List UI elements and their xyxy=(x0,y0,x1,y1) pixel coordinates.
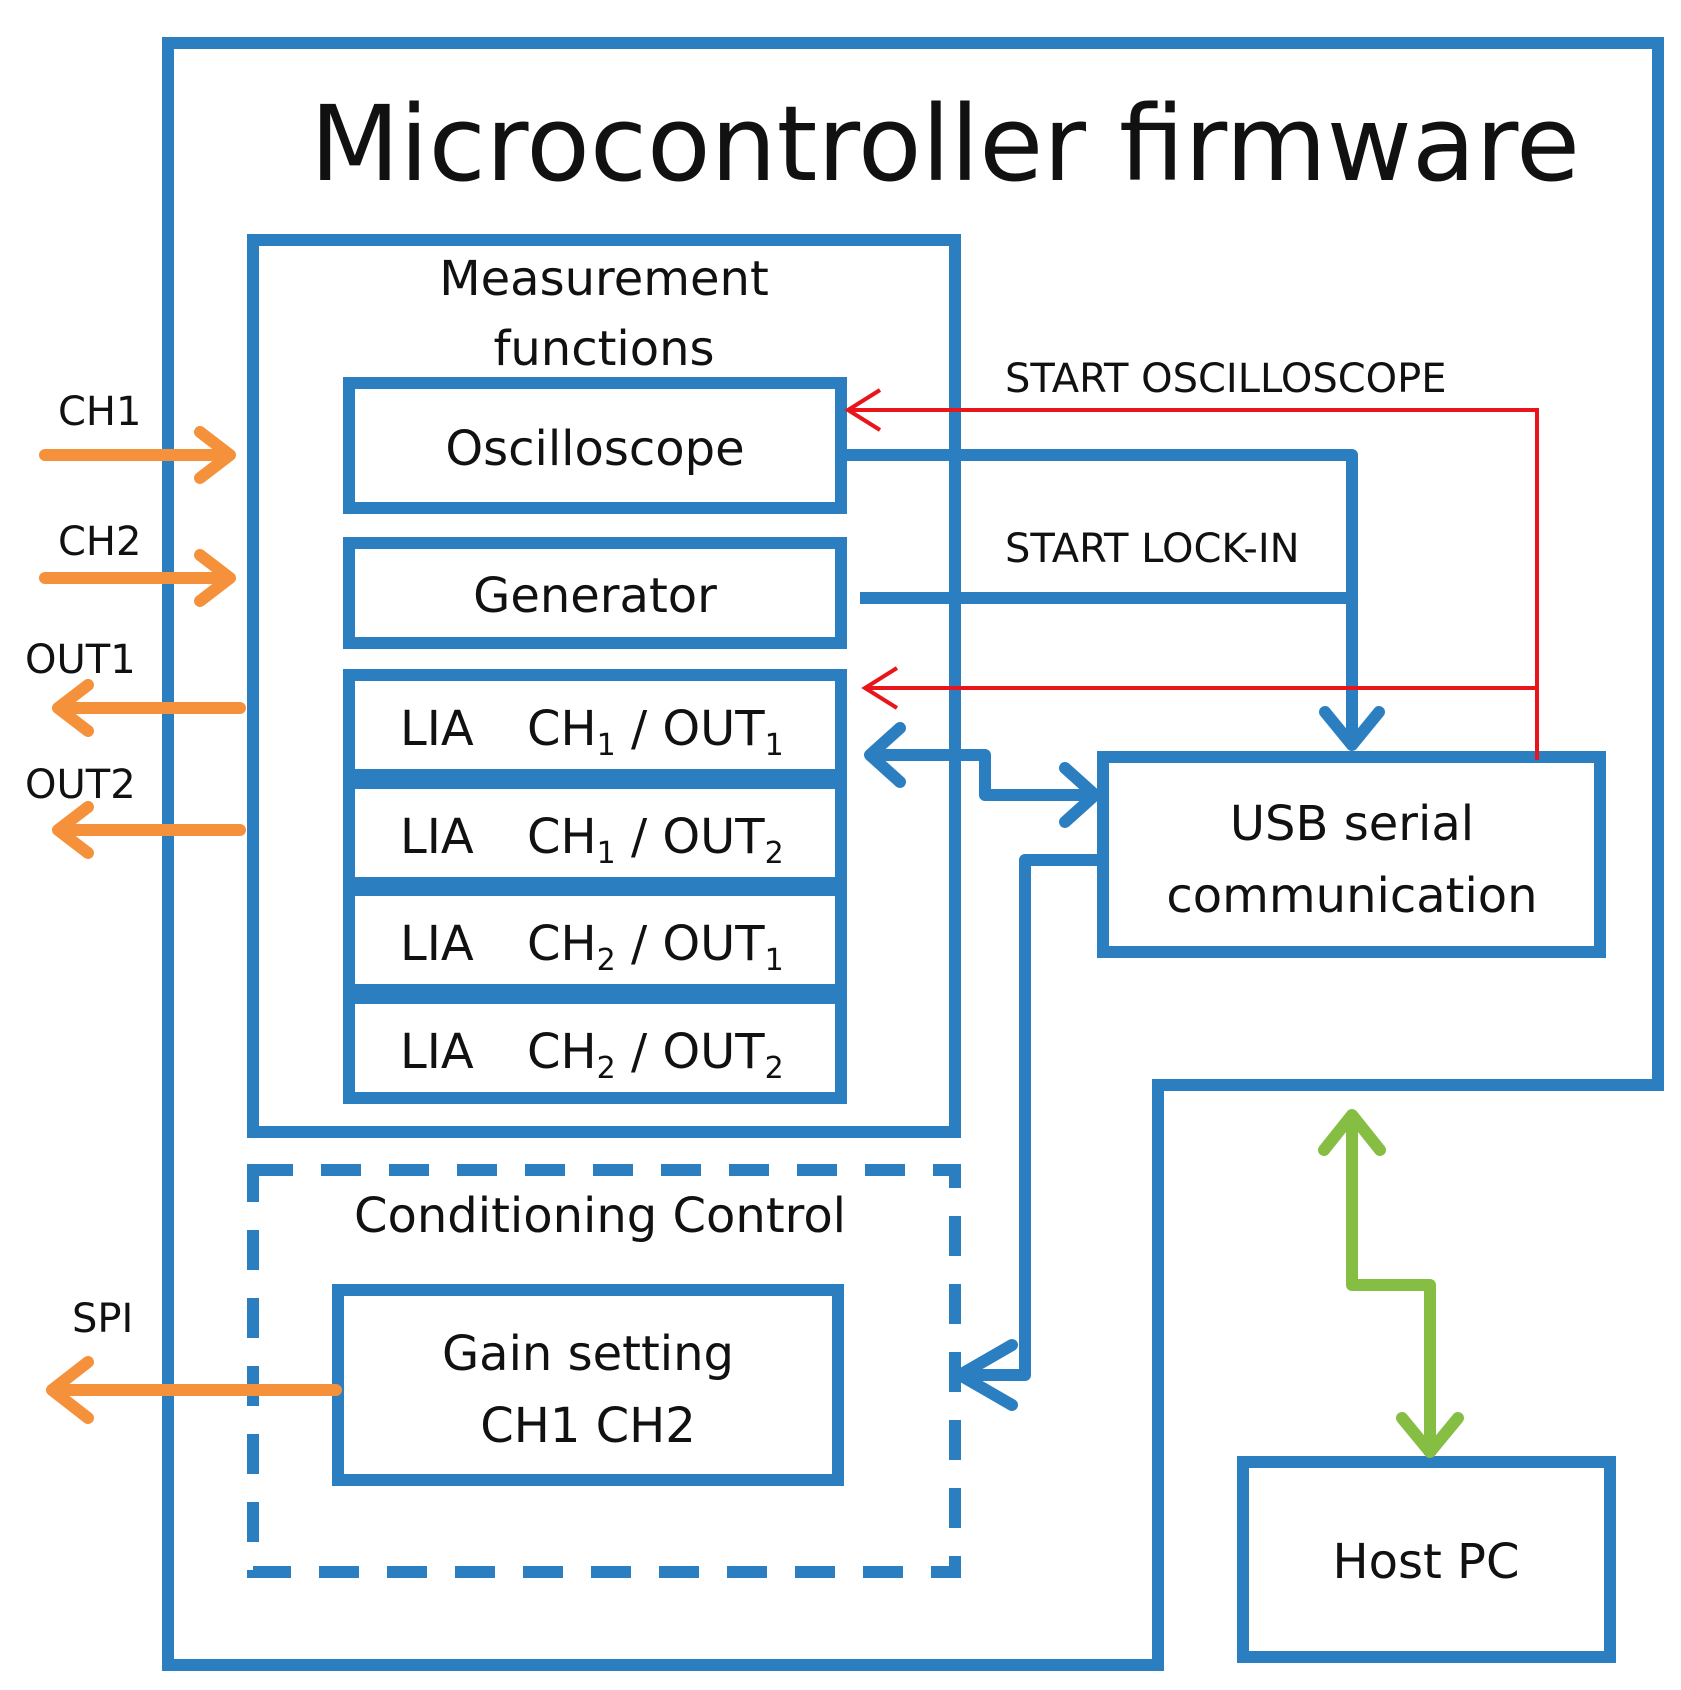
start-lockin-arrowhead xyxy=(861,666,899,710)
host-pc-box xyxy=(1237,1456,1616,1663)
host-usb-link xyxy=(1346,1120,1436,1455)
ch2-label: CH2 xyxy=(58,519,141,565)
usb-serial-line2: communication xyxy=(1166,868,1537,924)
conditioning-control-group xyxy=(247,1164,961,1578)
gain-setting-box xyxy=(332,1284,844,1486)
gain-setting-line1: Gain setting xyxy=(442,1326,734,1382)
oscilloscope-to-usb-arrow xyxy=(845,449,1358,745)
start-oscilloscope-label: START OSCILLOSCOPE xyxy=(1005,356,1447,402)
start-oscilloscope-line xyxy=(848,408,1539,760)
lia-usb-arrowhead-left xyxy=(864,722,906,788)
measurement-functions-title-line2: functions xyxy=(493,321,714,377)
measurement-functions-title-line1: Measurement xyxy=(439,251,769,307)
ch2-input-arrow xyxy=(39,549,236,607)
generator-label: Generator xyxy=(473,568,717,624)
usb-to-gain-arrowhead xyxy=(954,1339,1018,1411)
out2-label: OUT2 xyxy=(25,762,136,808)
oscilloscope-to-usb-arrowhead xyxy=(1319,706,1385,751)
usb-to-gain-arrow xyxy=(960,854,1103,1381)
diagram-title: Microcontroller firmware xyxy=(310,83,1580,205)
host-pc-label: Host PC xyxy=(1332,1534,1519,1590)
out1-label: OUT1 xyxy=(25,637,136,683)
start-lockin-label: START LOCK-IN xyxy=(1005,526,1300,572)
host-usb-arrowhead-up xyxy=(1318,1109,1386,1156)
firmware-boundary xyxy=(162,37,1664,1671)
start-oscilloscope-arrowhead xyxy=(844,388,882,432)
host-usb-arrowhead-down xyxy=(1396,1412,1464,1458)
lia-usb-bidirectional-arrow xyxy=(870,749,1095,801)
spi-label: SPI xyxy=(72,1296,133,1342)
generator-box xyxy=(343,537,847,649)
lia-usb-arrowhead-right xyxy=(1059,762,1101,828)
oscilloscope-label: Oscilloscope xyxy=(445,421,744,477)
ch1-label: CH1 xyxy=(58,389,141,435)
ch1-input-arrow xyxy=(39,426,236,484)
out2-output-arrow xyxy=(52,801,246,859)
oscilloscope-box xyxy=(343,377,847,514)
gain-setting-line2: CH1 CH2 xyxy=(480,1398,696,1454)
conditioning-control-title: Conditioning Control xyxy=(354,1188,846,1244)
spi-output-arrow xyxy=(46,1356,342,1424)
usb-serial-line1: USB serial xyxy=(1230,796,1474,852)
out1-output-arrow xyxy=(52,679,246,737)
